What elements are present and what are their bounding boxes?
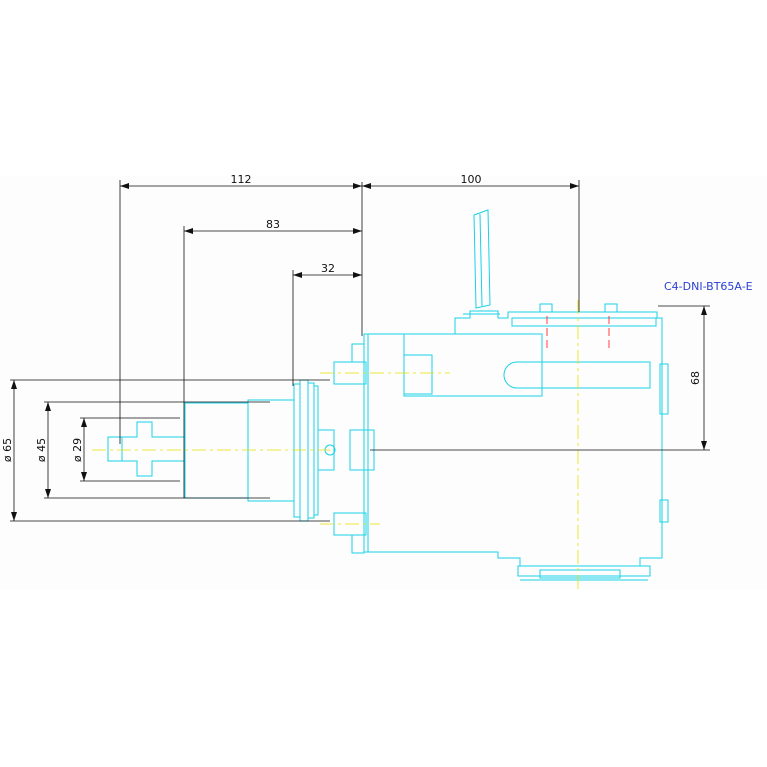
drawing-panel: [0, 176, 767, 590]
dimension-lines: [10, 180, 710, 522]
part-outline: [107, 209, 669, 581]
centerlines: [92, 300, 579, 590]
dimension-83: 83: [266, 218, 280, 231]
dimension-dia-65: ø 65: [1, 438, 14, 462]
dimension-68: 68: [689, 371, 702, 385]
dimension-dia-29: ø 29: [71, 438, 84, 462]
part-number-label: C4-DNI-BT65A-E: [664, 280, 753, 293]
bottom-feet: [517, 565, 651, 581]
hidden-lines: [546, 316, 610, 352]
dimension-100: 100: [461, 173, 482, 186]
top-lever: [463, 209, 500, 315]
dimension-dia-45: ø 45: [35, 438, 48, 462]
main-housing: [363, 303, 669, 567]
dimension-112: 112: [231, 173, 252, 186]
dimension-32: 32: [321, 262, 335, 275]
